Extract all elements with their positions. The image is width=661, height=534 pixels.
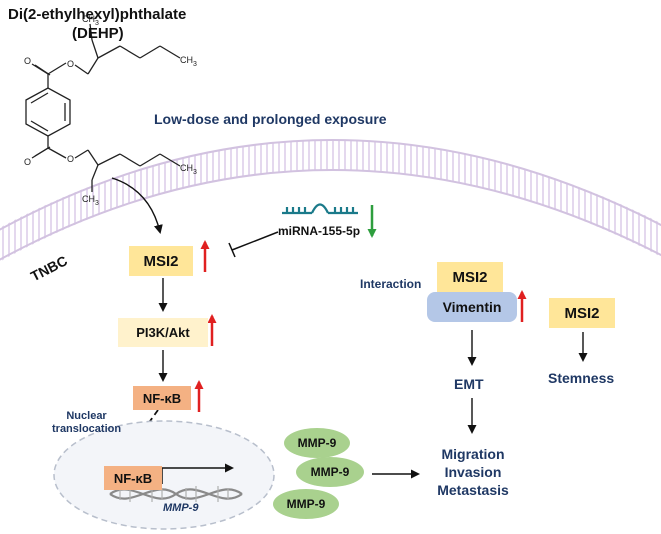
emt-label: EMT (454, 376, 484, 392)
nuclear-translocation-line: translocation (52, 423, 122, 435)
methyl-label: CH3 (82, 14, 99, 27)
methyl-label: CH3 (82, 194, 99, 207)
msi2-box-interaction: MSI2 (437, 262, 503, 292)
nuclear-translocation-label: Nuclear translocation (52, 410, 121, 436)
dehp-structure (25, 23, 181, 192)
stemness-label: Stemness (548, 370, 615, 386)
nfkb-box: NF-κB (133, 386, 191, 410)
mmp9-protein: MMP-9 (284, 428, 350, 458)
svg-text:CH3: CH3 (180, 55, 197, 68)
oxygen-label: O (24, 157, 31, 167)
mirna-label: miRNA-155-5p (278, 224, 361, 238)
transcription-start-arrow (161, 463, 234, 484)
outcome-metastasis: Metastasis (437, 482, 509, 498)
msi2-box: MSI2 (129, 246, 193, 276)
compound-name: Di(2-ethylhexyl)phthalate (8, 6, 187, 23)
mirna-hairpin-icon (282, 203, 358, 215)
mmp9-protein: MMP-9 (296, 457, 364, 487)
interaction-label: Interaction (360, 277, 422, 291)
mmp9-protein: MMP-9 (273, 489, 339, 519)
nucleus (53, 420, 275, 530)
nuclear-nfkb-box: NF-κB (104, 466, 162, 490)
dehp-atom-labels: O O O O CH3 CH3 CH3 CH3 (24, 14, 197, 207)
methyl-label: CH3 (180, 55, 197, 68)
cell-membrane (0, 139, 661, 262)
msi2-box-stemness: MSI2 (549, 298, 615, 328)
t-bar-inhibition-icon (228, 231, 279, 258)
oxygen-label: O (24, 56, 31, 66)
outcome-migration: Migration (441, 446, 505, 462)
oxygen-label: O (67, 59, 74, 69)
svg-text:CH3: CH3 (82, 14, 99, 27)
vimentin-box: Vimentin (427, 292, 517, 322)
outcome-invasion: Invasion (444, 464, 502, 480)
methyl-label: CH3 (180, 163, 197, 176)
oxygen-label: O (67, 154, 74, 164)
compound-abbreviation: (DEHP) (72, 25, 124, 42)
mmp9-gene-label: MMP-9 (163, 502, 199, 514)
svg-text:CH3: CH3 (180, 163, 197, 176)
nuclear-translocation-line: Nuclear (66, 410, 107, 422)
exposure-label: Low-dose and prolonged exposure (154, 111, 387, 127)
pi3k-akt-box: PI3K/Akt (118, 318, 208, 347)
svg-text:CH3: CH3 (82, 194, 99, 207)
dehp-to-msi2-arrow (111, 177, 163, 234)
